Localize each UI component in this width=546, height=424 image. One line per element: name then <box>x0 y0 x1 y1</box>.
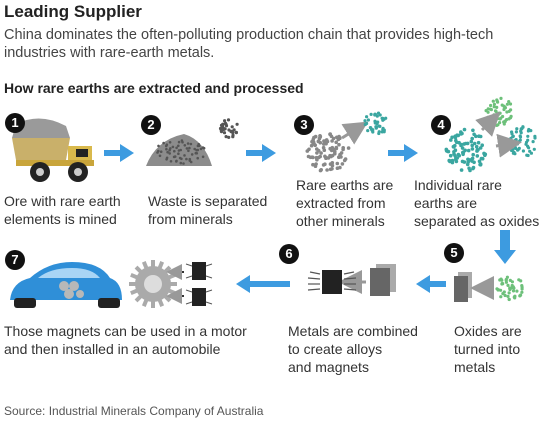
flow-arrow-2-3 <box>246 144 276 162</box>
motor-gear-icon <box>129 260 213 308</box>
source-note: Source: Industrial Minerals Company of A… <box>4 404 264 418</box>
flow-arrow-3-4 <box>388 144 418 162</box>
flow-arrow-4-5 <box>494 230 516 264</box>
step-badge-6: 6 <box>279 244 299 264</box>
diagram-title: Leading Supplier <box>4 2 142 21</box>
step-badge-4: 4 <box>431 115 451 135</box>
flow-arrow-1-2 <box>104 144 134 162</box>
extracted-minerals-icon <box>305 111 388 173</box>
section-title: How rare earths are extracted and proces… <box>4 80 304 96</box>
alloys-magnets-icon <box>307 264 396 296</box>
waste-pile-icon <box>146 118 239 166</box>
step-badge-5: 5 <box>444 243 464 263</box>
car-icon <box>10 262 122 308</box>
step-badge-3: 3 <box>294 115 314 135</box>
flow-arrow-5-6 <box>416 275 446 293</box>
flow-arrow-6-7 <box>236 275 290 293</box>
step-badge-1: 1 <box>5 113 25 133</box>
oxides-to-metal-icon <box>454 272 524 302</box>
separated-oxides-icon <box>444 96 537 173</box>
dump-truck-icon <box>12 118 94 182</box>
step-badge-7: 7 <box>5 250 25 270</box>
diagram-subtitle: China dominates the often-polluting prod… <box>4 27 494 61</box>
step-badge-2: 2 <box>141 115 161 135</box>
